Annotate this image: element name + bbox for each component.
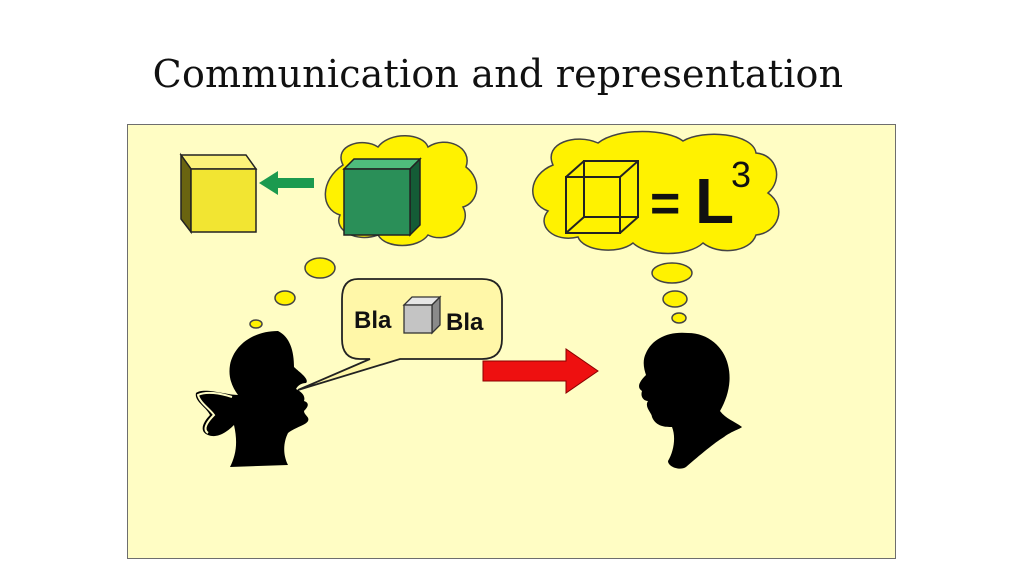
speech-bubble: Bla Bla (297, 278, 503, 391)
speech-word-left: Bla (354, 307, 392, 334)
small-cube-icon (402, 295, 442, 335)
illustration-panel: = L 3 Bla Bla (127, 124, 896, 559)
speaker-silhouette (195, 331, 309, 467)
slide-title-text: Communication and representation (152, 52, 844, 96)
equation-exponent: 3 (731, 154, 751, 195)
equation-equals: = (650, 175, 680, 233)
green-cube (342, 157, 422, 237)
red-arrow-icon (482, 348, 599, 394)
volume-equation: = L 3 (650, 154, 751, 237)
slide-title: Communication and representation (0, 52, 1024, 96)
speech-word-right: Bla (446, 309, 484, 336)
yellow-cube (179, 152, 258, 235)
wireframe-cube (565, 160, 639, 234)
communication-diagram: = L 3 Bla Bla (179, 130, 780, 469)
green-arrow-icon (259, 171, 314, 195)
equation-base: L (695, 165, 734, 237)
listener-silhouette (639, 332, 742, 469)
